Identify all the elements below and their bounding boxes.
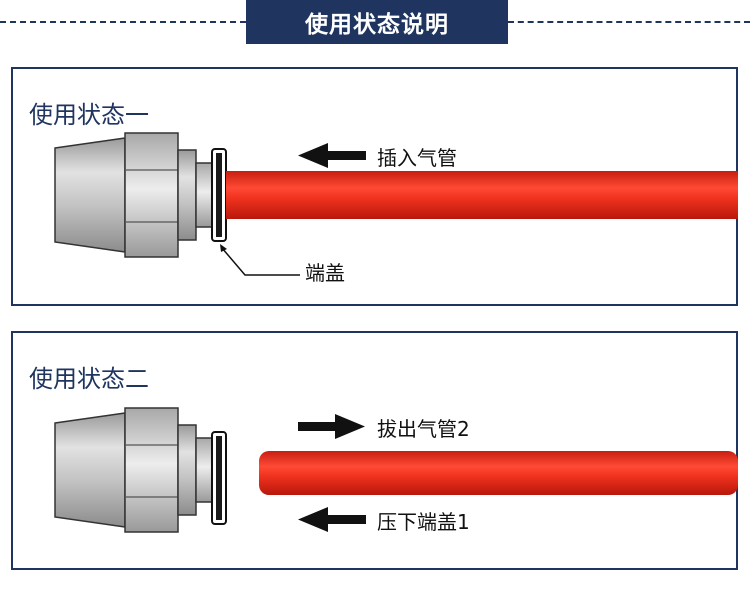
air-tube-pulled-out [259,451,738,495]
header-dash-right [508,21,750,23]
fitting-state-two [54,407,213,533]
arrow-left-press-icon [298,507,366,532]
header-dash-left [0,21,246,23]
page-title: 使用状态说明 [246,0,508,44]
arrow-left-icon [298,143,366,168]
air-tube-inserted [226,171,738,219]
panel-state-two-title: 使用状态二 [29,365,149,393]
press-cap-label: 压下端盖1 [377,510,470,534]
fitting-state-one [54,132,213,258]
end-cap-leader-line [221,247,300,276]
insert-tube-label: 插入气管 [377,146,457,170]
end-cap-label: 端盖 [305,261,345,285]
arrow-right-icon [298,414,365,439]
panel-state-one-title: 使用状态一 [29,101,149,129]
pull-tube-label: 拔出气管2 [377,417,470,441]
